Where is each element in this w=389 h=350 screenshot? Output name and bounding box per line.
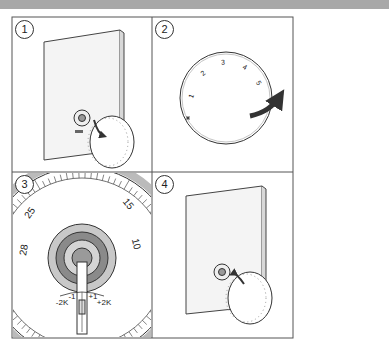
- scale-tick: [13, 201, 18, 208]
- temperature-mark: 28: [18, 244, 30, 257]
- scale-tick: [146, 201, 151, 208]
- scale-tick: [84, 173, 85, 178]
- scale-inner: [13, 178, 151, 337]
- frost-symbol: [186, 116, 190, 120]
- scale-tick: [129, 332, 132, 337]
- scale-tick: [43, 181, 46, 186]
- adjust-lever: [77, 262, 87, 334]
- valve-marker: [75, 130, 83, 133]
- scale-tick: [150, 209, 151, 213]
- step-label: 4: [161, 179, 167, 190]
- control-dial: [90, 116, 134, 168]
- scale-tick: [32, 332, 35, 337]
- scale-tick: [119, 181, 122, 186]
- step-number: 1: [15, 20, 34, 39]
- scale-tick: [113, 179, 115, 185]
- offset-mark: +1: [88, 293, 97, 301]
- scale-tick: [124, 335, 130, 337]
- scale-tick: [54, 176, 56, 182]
- scale-tick: [60, 175, 61, 181]
- offset-mark: +2K: [97, 299, 111, 307]
- scale-tick: [13, 311, 14, 315]
- control-dial: [180, 52, 272, 144]
- dial-scale: [88, 118, 128, 166]
- scale-tick: [102, 175, 103, 181]
- scale-tick: [142, 199, 146, 203]
- scale-outer: [13, 173, 151, 337]
- scale-tick: [146, 316, 151, 323]
- lever-mark: [82, 292, 83, 332]
- scale-tick: [48, 179, 50, 185]
- scale-tick: [124, 180, 130, 190]
- scale-tick: [138, 324, 142, 328]
- scale-tick: [90, 173, 92, 178]
- dial-rim: [182, 54, 270, 142]
- step-number: 3: [15, 175, 34, 194]
- valve-spindle: [79, 115, 86, 122]
- scale-tick: [35, 180, 41, 190]
- scale-tick: [134, 191, 138, 196]
- turn-arrow: [250, 96, 280, 116]
- scale-tick: [150, 311, 151, 315]
- scale-tick: [13, 209, 14, 213]
- scale-ring: [13, 173, 151, 337]
- offset-mark: -2K: [56, 299, 68, 307]
- scale-tick: [35, 335, 41, 337]
- offset-mark: -1: [68, 293, 75, 301]
- scale-tick: [108, 176, 110, 182]
- valve-spindle: [219, 269, 226, 276]
- control-dial: [228, 272, 272, 324]
- scale-tick: [27, 328, 31, 333]
- step-label: 2: [161, 24, 167, 35]
- mounting-arrow: [232, 274, 244, 284]
- step-number: 2: [155, 20, 174, 39]
- scale-tick: [66, 173, 68, 179]
- scale-tick: [97, 173, 99, 179]
- valve-base: [74, 110, 90, 126]
- dial-scale: [226, 274, 266, 322]
- scale-tick: [78, 173, 79, 178]
- scale-tick: [13, 316, 18, 323]
- header-bar: [0, 0, 389, 9]
- step-label: 1: [21, 24, 27, 35]
- scale-tick: [17, 199, 21, 203]
- mounting-arrow: [94, 120, 104, 136]
- scale-tick: [72, 173, 74, 178]
- panel-divider: [152, 17, 153, 338]
- step-label: 3: [21, 179, 27, 190]
- scale-tick: [129, 187, 132, 192]
- scale-tick: [134, 328, 138, 333]
- panel-divider: [12, 172, 293, 173]
- dial-number: 3: [221, 58, 226, 65]
- scale-tick: [22, 324, 26, 328]
- scale-tick: [22, 195, 26, 199]
- scale-tick: [142, 320, 146, 324]
- step-number: 4: [155, 175, 174, 194]
- scale-tick: [138, 195, 142, 199]
- valve-base: [214, 264, 230, 280]
- scale-tick: [17, 320, 21, 324]
